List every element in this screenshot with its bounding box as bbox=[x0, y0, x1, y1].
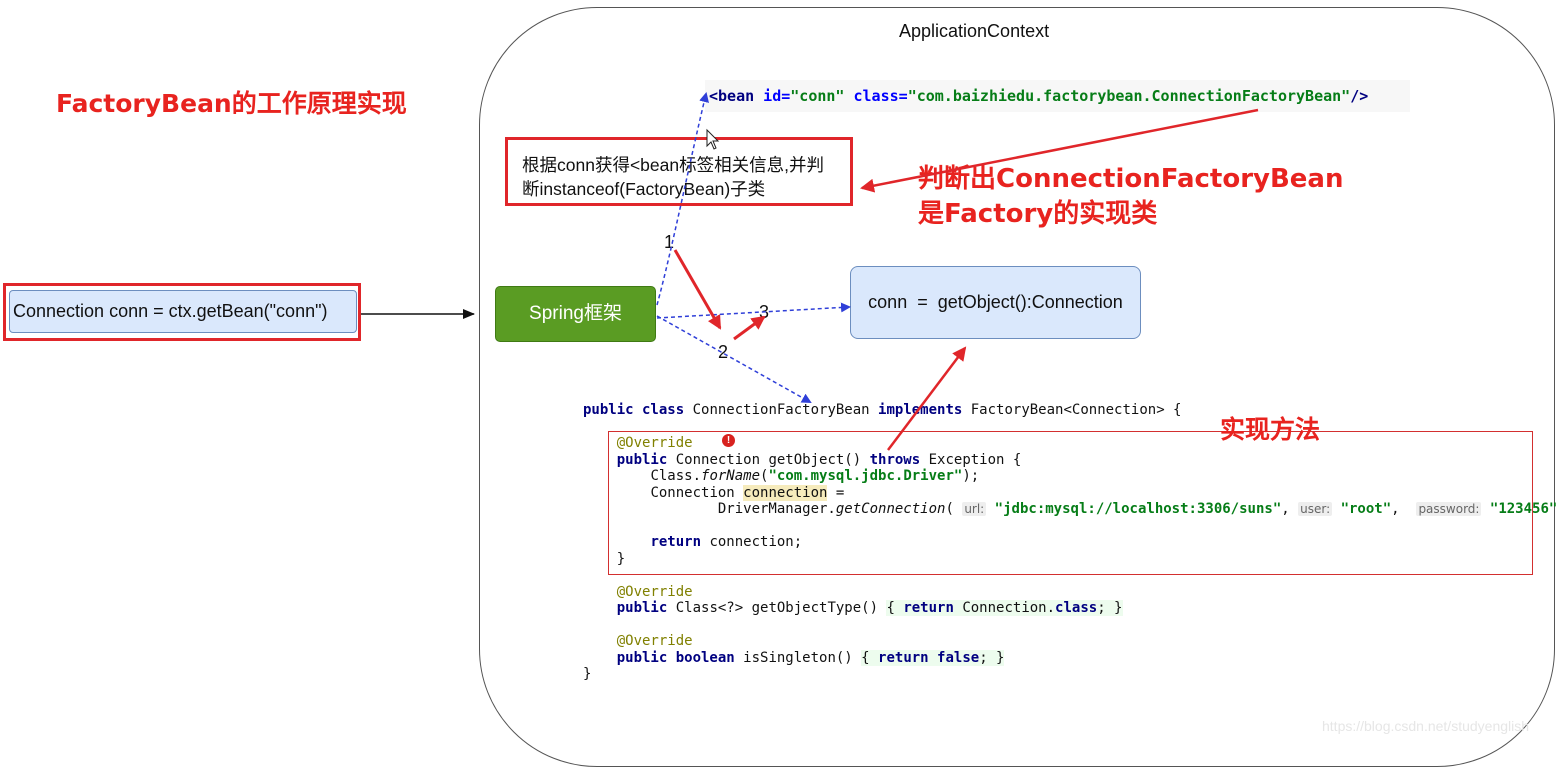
code-text: { bbox=[886, 600, 904, 616]
code-text: Connection. bbox=[953, 600, 1056, 616]
xml-close-tag: /> bbox=[1350, 87, 1369, 105]
code-string: "123456" bbox=[1489, 501, 1557, 517]
code-text: = bbox=[827, 484, 845, 501]
code-text: ; } bbox=[979, 649, 1005, 666]
xml-class-attr: class= bbox=[844, 87, 908, 105]
code-folded-body: { return false; } bbox=[861, 649, 1005, 666]
code-kw: return bbox=[903, 600, 954, 616]
code-listing: public class ConnectionFactoryBean imple… bbox=[583, 402, 1557, 683]
code-string: "root" bbox=[1340, 501, 1392, 517]
code-text: } bbox=[616, 550, 626, 567]
code-kw: public class bbox=[583, 402, 685, 418]
code-text: Connection getObject() bbox=[667, 451, 870, 468]
code-text: Class. bbox=[650, 468, 702, 484]
code-line-override2: @Override bbox=[583, 584, 1557, 601]
code-line-override1: @Override bbox=[583, 435, 1557, 452]
arrow-method-to-getobject bbox=[887, 346, 967, 451]
page-title: FactoryBean的工作原理实现 bbox=[56, 89, 407, 118]
code-kw: throws bbox=[869, 451, 921, 468]
code-kw: public bbox=[616, 600, 668, 616]
code-text: Class<?> getObjectType() bbox=[667, 600, 887, 616]
application-context-label: ApplicationContext bbox=[899, 21, 1050, 41]
diagram-canvas: ApplicationContext FactoryBean的工作原理实现 Co… bbox=[3, 7, 1557, 767]
code-text: Connection bbox=[650, 484, 744, 501]
code-text: isSingleton() bbox=[734, 649, 862, 666]
watermark: https://blog.csdn.net/studyenglish bbox=[1322, 718, 1530, 734]
code-line-getconnection: DriverManager.getConnection( url: "jdbc:… bbox=[717, 501, 1557, 517]
arrow-step-2-to-3 bbox=[733, 315, 766, 341]
code-kw: implements bbox=[878, 402, 963, 418]
judge-box-line1: 根据conn获得<bean标签相关信息,并判 bbox=[522, 155, 824, 175]
warning-badge-icon: ! bbox=[722, 434, 735, 447]
annotation-method: 实现方法 bbox=[1220, 415, 1321, 444]
judge-box-line2: 断instanceof(FactoryBean)子类 bbox=[522, 179, 766, 199]
param-hint-url: url: bbox=[962, 502, 987, 516]
xml-open-tag: <bean bbox=[709, 87, 755, 105]
code-text: FactoryBean<Connection> { bbox=[962, 402, 1182, 418]
code-kw: public bbox=[616, 451, 668, 468]
xml-id-value: "conn" bbox=[790, 87, 845, 105]
arrow-spring-to-code bbox=[656, 315, 812, 403]
xml-id-attr: id= bbox=[754, 87, 791, 105]
code-string: "com.mysql.jdbc.Driver" bbox=[768, 468, 963, 484]
code-folded-body: { return Connection.class; } bbox=[886, 600, 1123, 616]
arrow-step-1-to-2 bbox=[673, 249, 722, 330]
code-line-gettype: public Class<?> getObjectType() { return… bbox=[583, 600, 1557, 617]
judge-factorybean-box: 根据conn获得<bean标签相关信息,并判 断instanceof(Facto… bbox=[505, 137, 853, 206]
annotation-judge: 判断出ConnectionFactoryBean 是Factory的实现类 bbox=[918, 162, 1343, 232]
code-kw: return false bbox=[878, 649, 980, 666]
code-string: "jdbc:mysql://localhost:3306/suns" bbox=[994, 501, 1282, 517]
code-text: ); bbox=[962, 468, 980, 484]
get-object-node: conn = getObject():Connection bbox=[850, 266, 1141, 339]
step-number-1: 1 bbox=[664, 232, 675, 252]
code-method: forName bbox=[701, 468, 761, 484]
bean-xml-snippet: <bean id="conn" class="com.baizhiedu.fac… bbox=[705, 80, 1410, 112]
code-line-conn-decl: Connection connection = bbox=[583, 484, 1557, 502]
spring-framework-node: Spring框架 bbox=[495, 286, 656, 342]
annotation-judge-line1: 判断出ConnectionFactoryBean bbox=[918, 164, 1344, 194]
code-text: ConnectionFactoryBean bbox=[684, 402, 879, 418]
call-statement-box: Connection conn = ctx.getBean("conn") bbox=[9, 290, 357, 333]
code-panel bbox=[578, 402, 1536, 690]
param-hint-user: user: bbox=[1298, 502, 1333, 516]
code-text: { bbox=[861, 649, 879, 666]
code-text: DriverManager. bbox=[717, 501, 836, 517]
xml-class-value: "com.baizhiedu.factorybean.ConnectionFac… bbox=[907, 87, 1351, 105]
arrows-layer bbox=[361, 92, 1259, 451]
code-text: ( bbox=[760, 468, 769, 484]
code-text: ( bbox=[945, 501, 963, 517]
code-method: getConnection bbox=[835, 501, 946, 517]
code-kw: public boolean bbox=[616, 649, 735, 666]
code-line-override3: @Override bbox=[583, 633, 1557, 650]
annotation-judge-line2: 是Factory的实现类 bbox=[918, 199, 1158, 229]
code-kw: class bbox=[1055, 600, 1098, 616]
code-line-getobject-sig: public Connection getObject() throws Exc… bbox=[583, 452, 1557, 469]
code-annotation: @Override bbox=[616, 583, 693, 600]
arrow-xml-to-judge bbox=[860, 108, 1259, 193]
code-line-class-decl: public class ConnectionFactoryBean imple… bbox=[583, 402, 1557, 419]
code-text: Exception { bbox=[920, 451, 1022, 468]
arrow-spring-to-bean-xml bbox=[656, 92, 709, 306]
code-annotation: @Override bbox=[616, 633, 693, 649]
code-text: ; } bbox=[1097, 600, 1123, 616]
code-line-close-method: } bbox=[583, 551, 1557, 568]
code-highlighted-var: connection bbox=[743, 484, 828, 501]
code-text: connection; bbox=[701, 534, 803, 550]
step-number-2: 2 bbox=[718, 342, 729, 362]
arrow-spring-to-getobject bbox=[656, 302, 851, 319]
param-hint-password: password: bbox=[1416, 502, 1482, 516]
code-line-return: return connection; bbox=[583, 534, 1557, 551]
code-line-final-brace: } bbox=[583, 666, 1557, 683]
code-line-forname: Class.forName("com.mysql.jdbc.Driver"); bbox=[583, 468, 1557, 485]
code-text: } bbox=[583, 666, 592, 682]
code-kw: return bbox=[650, 534, 702, 550]
code-line-singleton: public boolean isSingleton() { return fa… bbox=[583, 649, 1557, 667]
mouse-cursor-icon bbox=[706, 128, 720, 150]
getobject-method-highlight bbox=[608, 431, 1533, 575]
call-statement-highlight bbox=[3, 283, 361, 341]
code-annotation: @Override bbox=[616, 435, 693, 451]
